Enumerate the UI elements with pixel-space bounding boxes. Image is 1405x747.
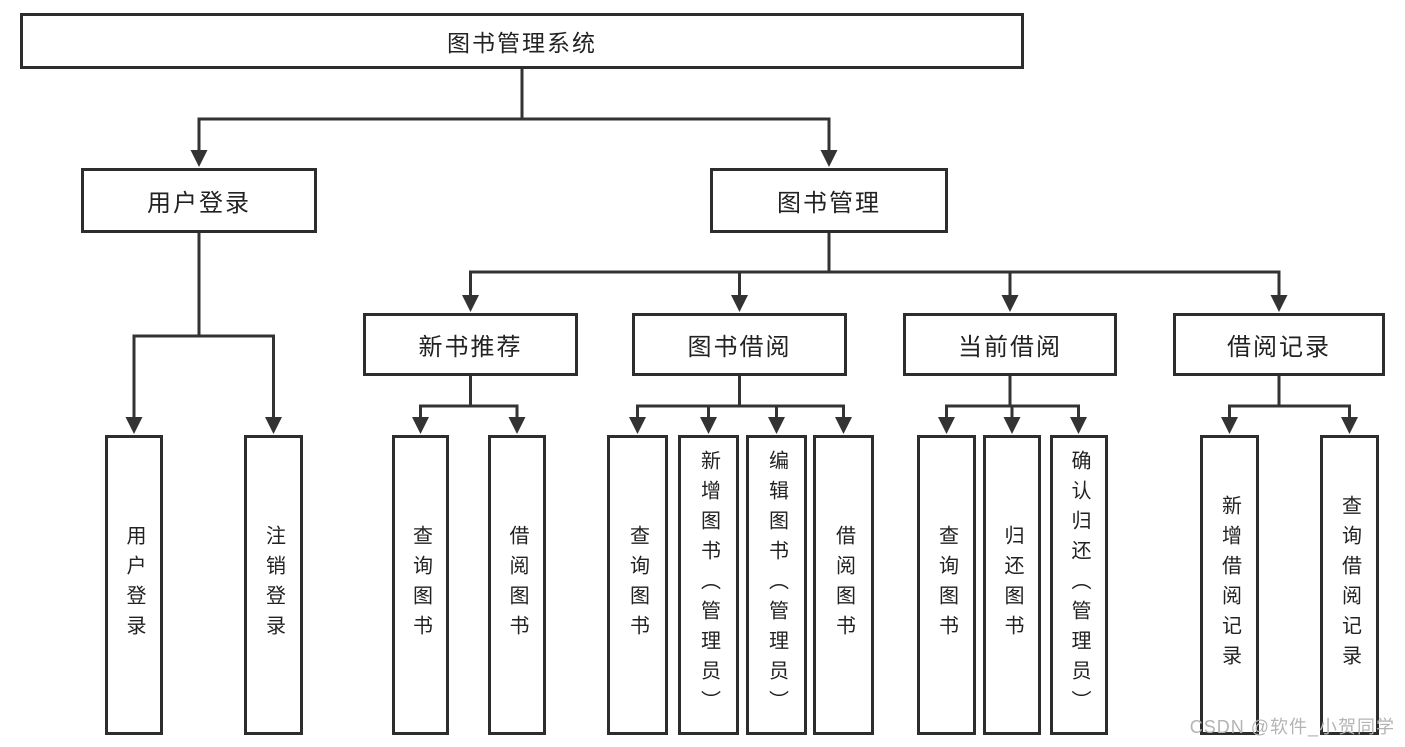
leaf-query-books-recommendation: 查询图书 [392,435,449,735]
node-label: 新增借阅记录 [1218,495,1241,675]
leaf-query-books-current: 查询图书 [917,435,976,735]
leaf-add-book-admin: 新增图书（管理员） [678,435,739,735]
node-label: 用户登录 [147,190,251,217]
node-label: 查询图书 [626,525,649,645]
node-label: 查询图书 [409,525,432,645]
leaf-edit-book-admin: 编辑图书（管理员） [746,435,807,735]
node-book-management: 图书管理 [710,168,948,233]
node-new-book-recommendation: 新书推荐 [363,313,578,376]
leaf-borrow-books-borrowing: 借阅图书 [813,435,874,735]
node-label: 查询图书 [935,525,958,645]
leaf-query-borrowing-record: 查询借阅记录 [1320,435,1379,735]
leaf-confirm-return-admin: 确认归还（管理员） [1050,435,1108,735]
node-label: 借阅图书 [832,525,855,645]
node-user-login: 用户登录 [81,168,317,233]
node-label: 借阅记录 [1227,334,1331,361]
node-label: 图书管理系统 [447,30,597,56]
watermark: CSDN @软件_小贺同学 [1189,717,1395,737]
node-label: 新增图书（管理员） [697,450,720,720]
node-label: 借阅图书 [506,525,528,645]
node-label: 归还图书 [1001,525,1023,645]
leaf-user-login: 用户登录 [105,435,163,735]
node-borrowing-records: 借阅记录 [1173,313,1385,376]
node-current-borrowing: 当前借阅 [903,313,1117,376]
node-book-borrowing: 图书借阅 [632,313,847,376]
node-label: 用户登录 [123,525,145,645]
node-label: 图书管理 [777,190,881,217]
node-label: 注销登录 [262,525,285,645]
leaf-logout: 注销登录 [244,435,303,735]
node-label: 当前借阅 [958,334,1062,361]
node-label: 编辑图书（管理员） [765,450,788,720]
leaf-add-borrowing-record: 新增借阅记录 [1200,435,1259,735]
node-label: 新书推荐 [418,334,523,361]
node-label: 图书借阅 [687,334,792,361]
node-library-management-system: 图书管理系统 [20,13,1024,69]
node-label: 查询借阅记录 [1338,495,1361,675]
leaf-query-books-borrowing: 查询图书 [607,435,668,735]
leaf-borrow-books-recommendation: 借阅图书 [488,435,546,735]
leaf-return-book: 归还图书 [983,435,1041,735]
node-label: 确认归还（管理员） [1068,450,1090,720]
